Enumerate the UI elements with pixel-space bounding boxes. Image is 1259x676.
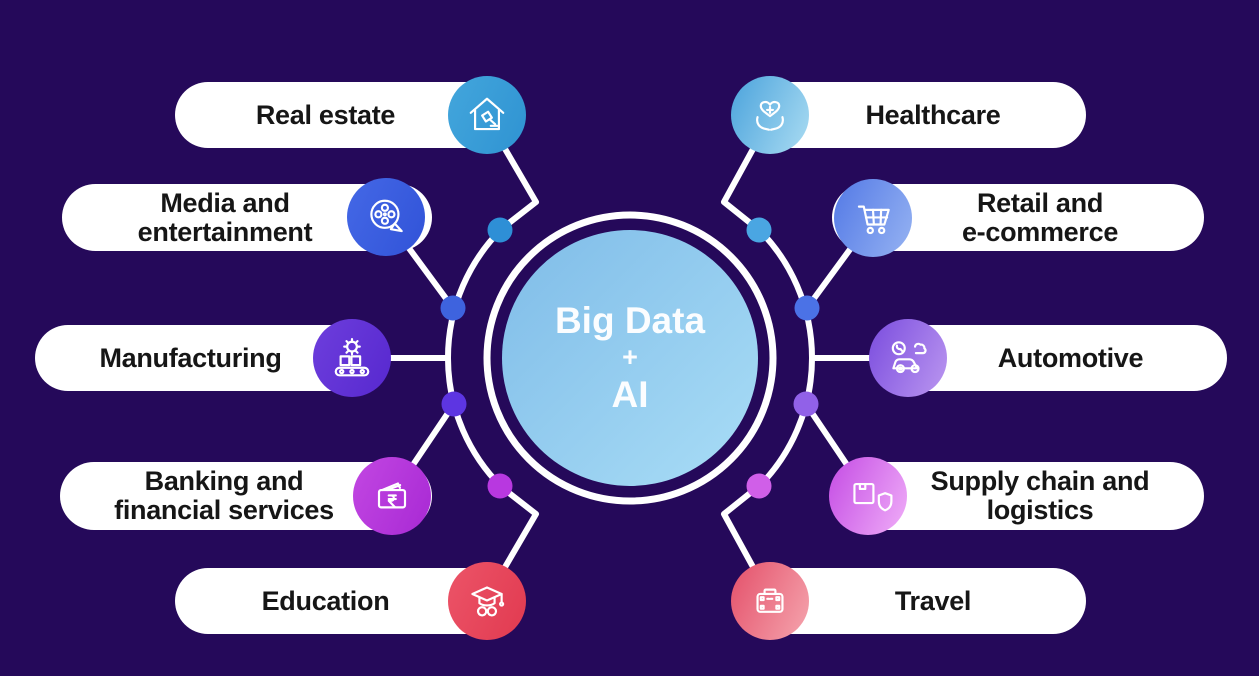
industry-label-automotive: Automotive: [997, 342, 1144, 373]
label-line: e-commerce: [961, 216, 1119, 247]
center-circle: Big Data + AI: [502, 230, 758, 486]
label-line: logistics: [986, 495, 1094, 525]
industry-label-healthcare: Healthcare: [865, 99, 1001, 130]
ring-dot-upper-right: [746, 217, 772, 243]
label-line: Media and: [160, 187, 290, 218]
ring-dot-bottom-right: [746, 473, 772, 499]
ring-dot-lower-right: [793, 391, 819, 417]
label-line: Travel: [894, 585, 972, 616]
label-line: Banking and: [144, 466, 304, 497]
inner-ring: [483, 211, 777, 505]
box-shield-icon: [829, 457, 907, 535]
ring-dot-right: [794, 295, 820, 321]
label-line: Real estate: [255, 99, 396, 130]
graduation-cap-icon: [448, 562, 526, 640]
film-reel-icon: [347, 178, 425, 256]
outer-ring-right-arc: [756, 227, 816, 489]
suitcase-icon: [731, 562, 809, 640]
shopping-cart-icon: [834, 179, 912, 257]
label-line: Automotive: [997, 342, 1144, 373]
factory-conveyor-icon: [313, 319, 391, 397]
ring-dots: [440, 217, 820, 499]
wallet-rupee-icon: [353, 457, 431, 535]
label-line: Education: [261, 585, 390, 616]
house-gavel-icon: [448, 76, 526, 154]
ring-dot-bottom-left: [487, 473, 513, 499]
heart-hands-icon: [731, 76, 809, 154]
industry-label-real-estate: Real estate: [255, 99, 396, 130]
label-line: Healthcare: [865, 99, 1001, 130]
ring-dot-left: [440, 295, 466, 321]
plus-sign: +: [622, 342, 638, 373]
label-line: Supply chain and: [930, 466, 1150, 497]
center-title-line2: AI: [611, 373, 649, 415]
ring-dot-lower-left: [441, 391, 467, 417]
outer-ring-left-arc: [444, 227, 504, 489]
label-line: financial services: [114, 495, 334, 525]
label-line: entertainment: [137, 216, 313, 247]
industry-label-manufacturing: Manufacturing: [99, 342, 282, 373]
label-line: Manufacturing: [99, 342, 282, 373]
label-line: Retail and: [976, 187, 1104, 218]
ring-dot-upper-left: [487, 217, 513, 243]
industry-label-education: Education: [261, 585, 390, 616]
center-title-line1: Big Data: [554, 299, 706, 341]
car-service-icon: [869, 319, 947, 397]
industry-label-travel: Travel: [894, 585, 972, 616]
